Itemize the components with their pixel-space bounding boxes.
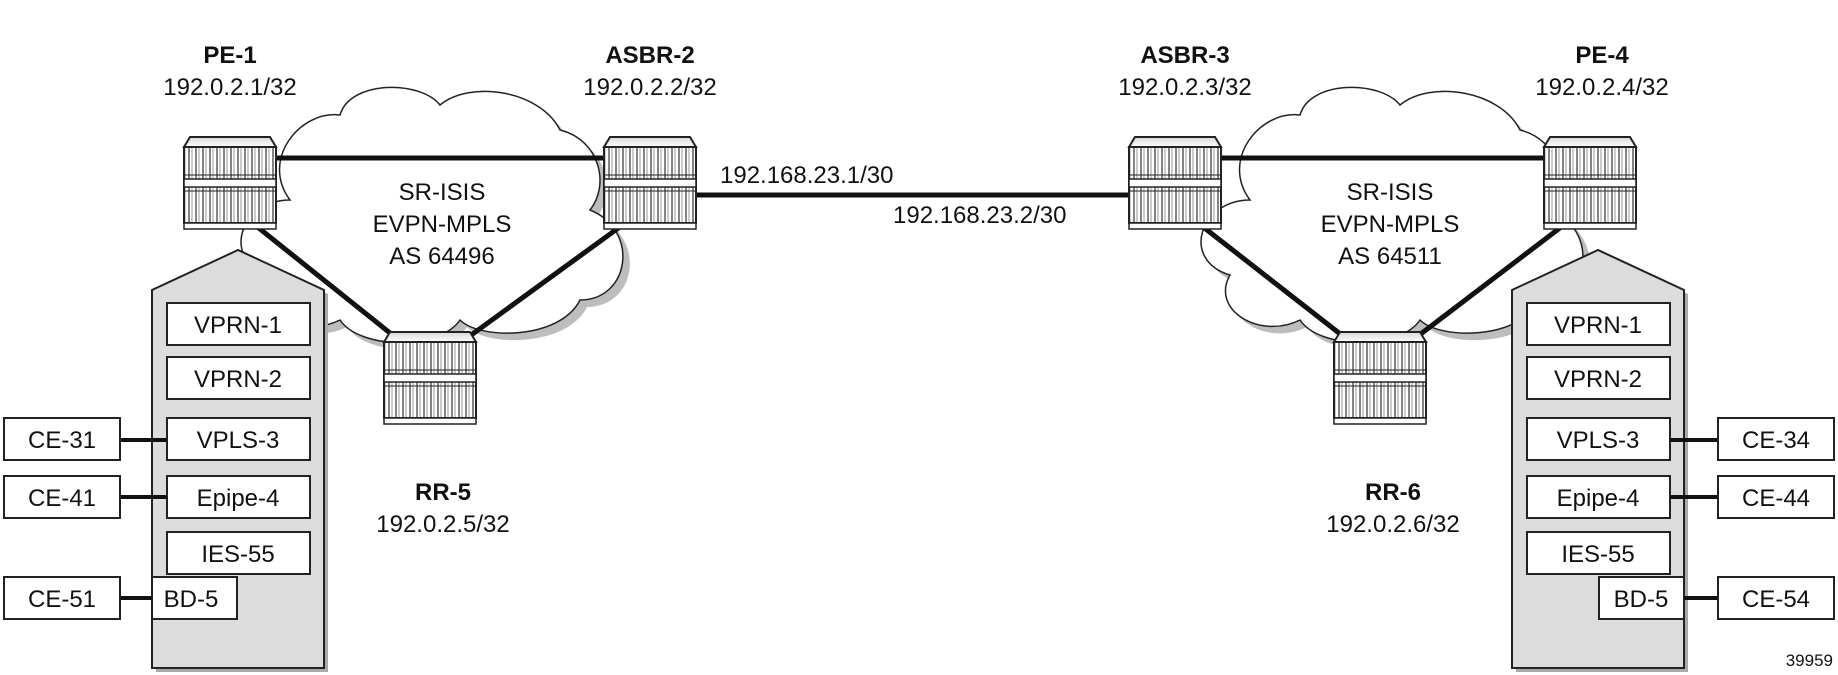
rr6-name: RR-6 — [1365, 479, 1421, 506]
rr5-ip: 192.0.2.5/32 — [376, 511, 509, 538]
router-pe4-icon — [1543, 136, 1637, 230]
ce-44: CE-44 — [1742, 485, 1810, 512]
ce-51: CE-51 — [28, 586, 96, 613]
cloud-right-line1: SR-ISIS — [1347, 179, 1434, 206]
links — [227, 155, 1593, 368]
asbr3-ip: 192.0.2.3/32 — [1118, 74, 1251, 101]
service-left-vprn2: VPRN-2 — [194, 366, 282, 393]
service-left-epipe4: Epipe-4 — [197, 485, 280, 512]
asbr2-name: ASBR-2 — [605, 42, 694, 69]
asbr2-ip: 192.0.2.2/32 — [583, 74, 716, 101]
ce-34: CE-34 — [1742, 427, 1810, 454]
service-right-vpls3: VPLS-3 — [1557, 427, 1640, 454]
service-right-bd5: BD-5 — [1614, 586, 1669, 613]
service-right-epipe4: Epipe-4 — [1557, 485, 1640, 512]
router-asbr2-icon — [603, 136, 697, 230]
pe4-ip: 192.0.2.4/32 — [1535, 74, 1668, 101]
services-left: VPRN-1 VPRN-2 VPLS-3 Epipe-4 IES-55 BD-5 — [151, 302, 311, 620]
ce-left: CE-31 CE-41 CE-51 — [3, 417, 121, 620]
service-left-vpls3: VPLS-3 — [197, 427, 280, 454]
ce-41: CE-41 — [28, 485, 96, 512]
figure-id: 39959 — [1786, 651, 1833, 670]
rr5-name: RR-5 — [415, 479, 471, 506]
cloud-right-line3: AS 64511 — [1338, 243, 1442, 270]
ce-31: CE-31 — [28, 427, 96, 454]
rr6-ip: 192.0.2.6/32 — [1326, 511, 1459, 538]
pe4-name: PE-4 — [1575, 42, 1629, 69]
ce-right: CE-34 CE-44 CE-54 — [1717, 417, 1835, 620]
router-pe1-icon — [183, 136, 277, 230]
service-right-vprn1: VPRN-1 — [1554, 312, 1642, 339]
service-left-ies55: IES-55 — [201, 541, 274, 568]
router-asbr3-icon — [1128, 136, 1222, 230]
services-right: VPRN-1 VPRN-2 VPLS-3 Epipe-4 IES-55 BD-5 — [1526, 302, 1685, 620]
service-right-ies55: IES-55 — [1561, 541, 1634, 568]
service-right-vprn2: VPRN-2 — [1554, 366, 1642, 393]
cloud-left-line2: EVPN-MPLS — [373, 211, 512, 238]
service-left-bd5: BD-5 — [164, 586, 219, 613]
router-rr5-icon — [383, 331, 477, 425]
ce-links — [120, 438, 1718, 600]
cloud-right-line2: EVPN-MPLS — [1321, 211, 1460, 238]
pe1-name: PE-1 — [203, 42, 256, 69]
asbr3-name: ASBR-3 — [1140, 42, 1229, 69]
link-left-ip: 192.168.23.1/30 — [720, 162, 894, 189]
router-rr6-icon — [1333, 331, 1427, 425]
cloud-left-line3: AS 64496 — [389, 243, 494, 270]
service-left-vprn1: VPRN-1 — [194, 312, 282, 339]
cloud-left-line1: SR-ISIS — [399, 179, 486, 206]
link-right-ip: 192.168.23.2/30 — [893, 202, 1067, 229]
ce-54: CE-54 — [1742, 586, 1810, 613]
pe1-ip: 192.0.2.1/32 — [163, 74, 296, 101]
